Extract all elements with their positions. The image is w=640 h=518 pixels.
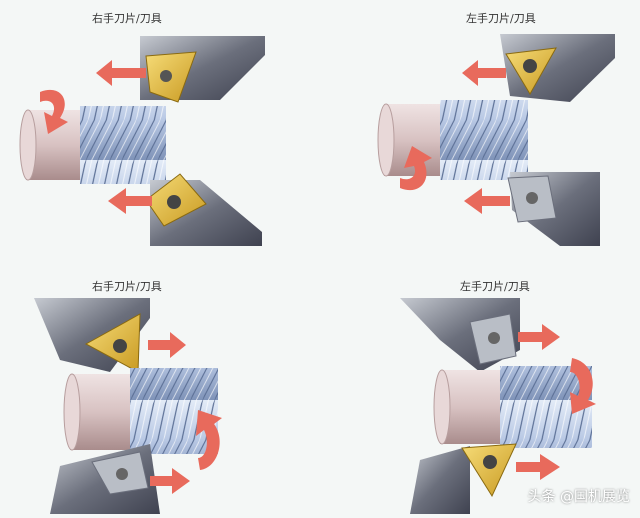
workpiece-cylinder xyxy=(70,374,136,450)
panel-top-right xyxy=(377,34,615,246)
rotation-arrow-icon xyxy=(570,358,596,414)
tool-holder-lower xyxy=(410,446,470,514)
rotation-arrow-icon xyxy=(400,146,432,191)
arrow-icon xyxy=(462,60,506,86)
screw-icon xyxy=(483,455,497,469)
screw-icon xyxy=(488,332,500,344)
screw-icon xyxy=(526,192,538,204)
watermark: 头条 @国机展览 xyxy=(527,489,630,505)
screw-icon xyxy=(160,70,172,82)
screw-icon xyxy=(523,59,537,73)
arrow-icon xyxy=(150,468,190,494)
workpiece-cylinder xyxy=(440,370,506,444)
arrow-icon xyxy=(464,188,510,214)
rotation-arrow-icon xyxy=(40,89,68,134)
screw-icon xyxy=(113,339,127,353)
thread-section xyxy=(440,100,528,180)
screw-icon xyxy=(116,468,128,480)
thread-section xyxy=(80,106,166,184)
thread-section xyxy=(130,368,218,454)
caption-bottom-left: 右手刀片/刀具 xyxy=(92,280,162,293)
arrow-icon xyxy=(148,332,186,358)
panel-top-left xyxy=(19,36,265,246)
arrow-icon xyxy=(516,454,560,480)
caption-top-left: 右手刀片/刀具 xyxy=(92,12,162,25)
arrow-icon xyxy=(108,188,152,214)
screw-icon xyxy=(167,195,181,209)
arrow-icon xyxy=(96,60,146,86)
panel-bottom-right xyxy=(400,298,596,514)
rotation-arrow-icon xyxy=(196,410,222,470)
insert-upper-icon xyxy=(84,313,141,373)
caption-top-right: 左手刀片/刀具 xyxy=(466,12,536,25)
panel-bottom-left xyxy=(34,298,222,514)
insert-lower-icon xyxy=(461,443,517,498)
caption-bottom-right: 左手刀片/刀具 xyxy=(460,280,530,293)
arrow-icon xyxy=(518,324,560,350)
